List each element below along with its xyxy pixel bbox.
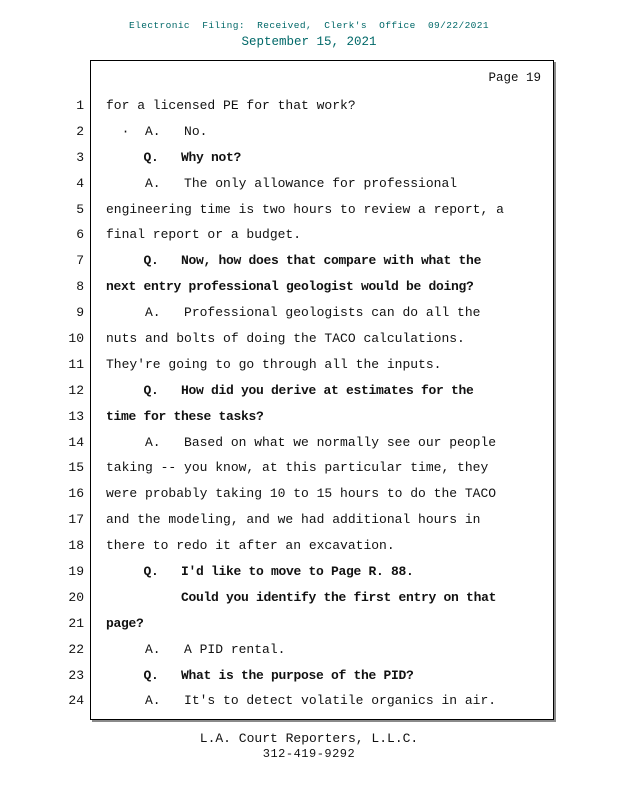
line-number: 19 — [68, 564, 84, 580]
line-number: 12 — [68, 382, 84, 398]
line-number: 13 — [68, 408, 84, 424]
line-number: 9 — [76, 305, 84, 321]
line-number: 7 — [76, 253, 84, 269]
transcript-line: page? — [106, 615, 144, 631]
court-reporter-phone: 312-419-9292 — [262, 747, 356, 761]
transcript-line: for a licensed PE for that work? — [106, 98, 356, 113]
line-number: 6 — [76, 227, 84, 243]
transcript-line: Q. Now, how does that compare with what … — [106, 253, 482, 269]
transcript-line: · A. No. — [106, 123, 208, 139]
transcript-page: Page 19 for a licensed PE for that work?… — [90, 60, 554, 720]
transcript-line: next entry professional geologist would … — [106, 279, 474, 295]
line-number: 2 — [76, 123, 84, 139]
transcript-line: and the modeling, and we had additional … — [106, 512, 481, 528]
line-number: 10 — [68, 331, 84, 347]
transcript-line: Could you identify the first entry on th… — [106, 589, 497, 605]
transcript-line: final report or a budget. — [106, 227, 302, 243]
transcript-line: Q. How did you derive at estimates for t… — [106, 382, 474, 398]
line-number: 15 — [68, 460, 84, 476]
transcript-line: time for these tasks? — [106, 408, 264, 424]
transcript-lines: for a licensed PE for that work? · A. No… — [106, 93, 541, 714]
line-number: 23 — [68, 667, 84, 683]
transcript-line: nuts and bolts of doing the TACO calcula… — [106, 331, 465, 347]
filing-header: Electronic Filing: Received, Clerk's Off… — [0, 20, 618, 49]
transcript-line: A. A PID rental. — [106, 641, 286, 657]
line-number: 11 — [68, 356, 84, 372]
line-number: 20 — [68, 589, 84, 605]
line-number: 3 — [76, 149, 84, 165]
line-number: 8 — [76, 279, 84, 295]
transcript-line: Q. What is the purpose of the PID? — [106, 667, 414, 683]
line-number: 16 — [68, 486, 84, 502]
court-reporter-name: L.A. Court Reporters, L.L.C. — [199, 731, 419, 746]
line-number: 1 — [76, 98, 84, 113]
line-number: 24 — [68, 693, 84, 709]
line-number: 4 — [76, 175, 84, 191]
transcript-line: A. Professional geologists can do all th… — [106, 305, 481, 321]
transcript-line: Q. I'd like to move to Page R. 88. — [106, 564, 414, 580]
transcript-line: Q. Why not? — [106, 149, 242, 165]
transcript-line: taking -- you know, at this particular t… — [106, 460, 489, 476]
line-number: 14 — [68, 434, 84, 450]
deposition-date: September 15, 2021 — [241, 35, 377, 49]
line-number: 22 — [68, 641, 84, 657]
transcript-line: A. It's to detect volatile organics in a… — [106, 693, 497, 709]
transcript-line: They're going to go through all the inpu… — [106, 356, 442, 372]
line-number: 18 — [68, 538, 84, 554]
page-number-label: Page 19 — [488, 71, 541, 85]
transcript-line: there to redo it after an excavation. — [106, 538, 395, 554]
reporter-footer: L.A. Court Reporters, L.L.C. 312-419-929… — [0, 731, 618, 761]
line-number: 21 — [68, 615, 84, 631]
line-number: 17 — [68, 512, 84, 528]
transcript-line: A. The only allowance for professional — [106, 175, 458, 191]
transcript-line: engineering time is two hours to review … — [106, 201, 504, 217]
line-number: 5 — [76, 201, 84, 217]
transcript-line: were probably taking 10 to 15 hours to d… — [106, 486, 497, 502]
transcript-line: A. Based on what we normally see our peo… — [106, 434, 497, 450]
electronic-filing-stamp: Electronic Filing: Received, Clerk's Off… — [129, 20, 489, 31]
